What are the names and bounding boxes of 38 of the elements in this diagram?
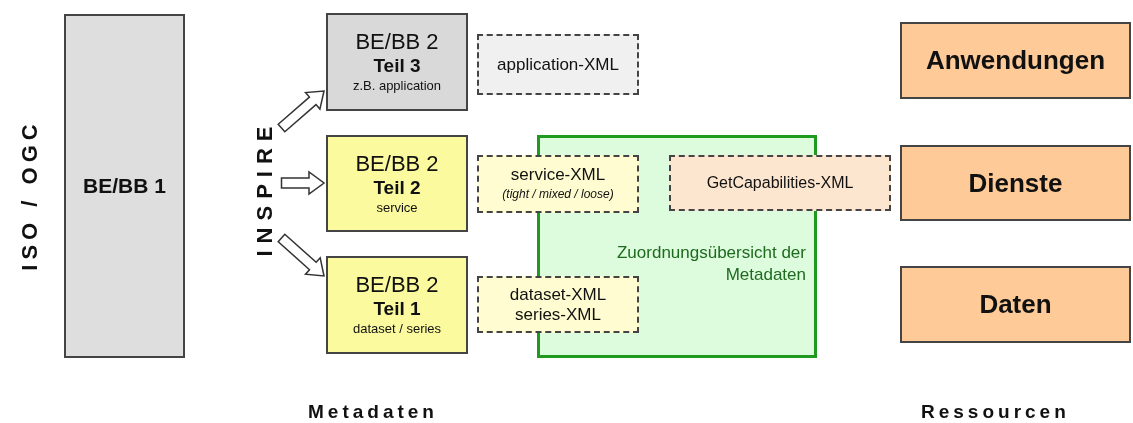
box-text: service-XML — [510, 165, 606, 185]
box-text: series-XML — [515, 304, 601, 325]
box-text: z.B. application — [352, 77, 442, 95]
box-text: (tight / mixed / loose) — [502, 186, 614, 203]
block — [64, 14, 185, 358]
panel-title: Zuordnungsübersicht der Metadaten — [616, 242, 806, 286]
part-box — [326, 13, 468, 111]
xml-box — [477, 155, 639, 213]
box-text: BE/BB 2 — [355, 29, 439, 55]
box-text: Dienste — [968, 167, 1063, 199]
box-text: Teil 3 — [373, 55, 421, 77]
box-text: BE/BB 2 — [355, 150, 439, 177]
box-text: Daten — [979, 289, 1052, 320]
box-text: BE/BB 2 — [355, 272, 439, 298]
xml-box — [669, 155, 891, 211]
xml-box — [477, 34, 639, 95]
box-text: Teil 1 — [373, 298, 421, 320]
resource-box — [900, 22, 1131, 99]
section-label: Metadaten — [308, 401, 438, 423]
box-text: Teil 2 — [373, 176, 421, 199]
box-text: dataset-XML — [509, 284, 607, 305]
block-arrow — [277, 233, 325, 277]
box-text: application-XML — [497, 54, 619, 75]
box-text: Anwendungen — [925, 45, 1106, 76]
box-text: GetCapabilities-XML — [706, 174, 854, 192]
resource-box — [900, 266, 1131, 343]
vertical-label: ISO / OGC — [17, 118, 43, 273]
box-text: BE/BB 1 — [83, 174, 166, 198]
block-arrow — [277, 90, 325, 133]
resource-box — [900, 145, 1131, 221]
block-arrow — [280, 170, 326, 196]
part-box — [326, 256, 468, 354]
part-box — [326, 135, 468, 232]
box-text: dataset / series — [352, 320, 442, 338]
xml-box — [477, 276, 639, 333]
vertical-label: INSPIRE — [251, 119, 278, 257]
box-text: service — [376, 198, 418, 217]
section-label: Ressourcen — [921, 401, 1070, 423]
